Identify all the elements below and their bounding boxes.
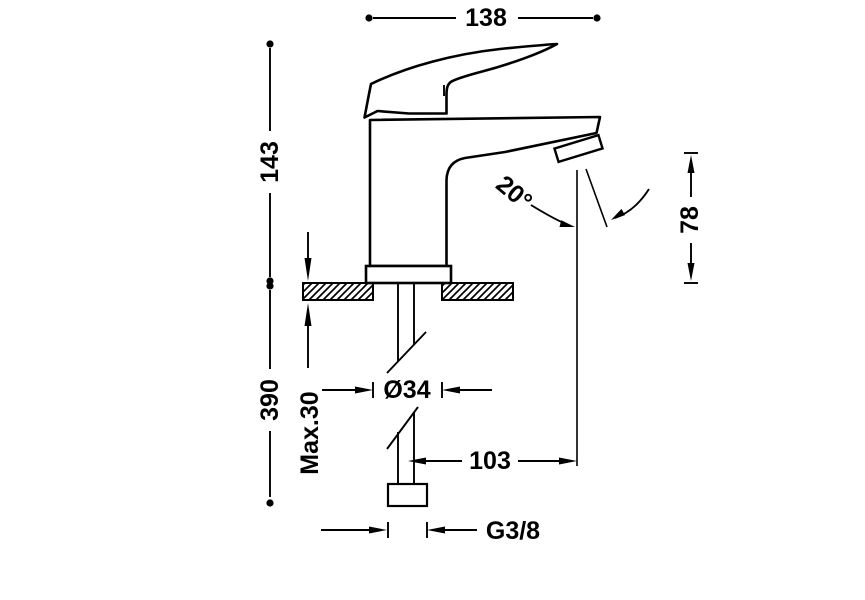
aerator-outlet [552, 133, 605, 164]
dimension-upper-height: 143 [256, 40, 284, 285]
lever-handle [363, 42, 559, 119]
dimension-dot [266, 499, 274, 507]
dimension-deck-thickness: Max.30 [296, 232, 324, 475]
arrowhead-right [369, 526, 387, 534]
dimension-spout-reach: 103 [408, 447, 577, 475]
arrowhead-right [355, 386, 373, 394]
angle-label-20deg: 20° [491, 170, 538, 216]
dimension-label-g38: G3/8 [486, 517, 540, 545]
dimension-outlet-height: 78 [676, 152, 704, 284]
faucet-body-spout [368, 115, 602, 268]
dimension-dot [266, 40, 274, 48]
countertop-section [302, 282, 514, 301]
dimension-hole-diameter: Ø34 [322, 376, 492, 404]
arrowhead-curved-right [611, 208, 625, 220]
dimension-dot [365, 14, 373, 22]
supply-shank [386, 283, 429, 508]
angled-stream-line [585, 168, 608, 228]
dimension-label-max30: Max.30 [296, 391, 324, 474]
dimension-lower-height: 390 [256, 282, 284, 507]
dimension-label-390: 390 [256, 379, 284, 421]
arrowhead-left [408, 457, 426, 465]
base-flange [364, 264, 453, 285]
countertop-hatch-left [302, 282, 374, 301]
arrowhead-up [304, 303, 312, 326]
arrowhead-curved-left [559, 220, 575, 227]
dimension-dot [266, 282, 274, 290]
dimension-dot [266, 277, 274, 285]
dimension-label-143: 143 [256, 141, 284, 183]
arrowhead-left [442, 386, 460, 394]
countertop-hatch-right [441, 282, 514, 301]
dimension-label-78: 78 [676, 206, 704, 234]
pipe-break-slash-lower [386, 406, 419, 450]
arrowhead-right [559, 457, 577, 465]
pipe-break-slash-upper [386, 331, 427, 374]
arrowhead-down [304, 258, 312, 281]
connection-fitting [386, 482, 429, 508]
dimension-top-width: 138 [365, 4, 601, 32]
dimension-label-138: 138 [465, 4, 507, 32]
arrowhead-left [427, 526, 445, 534]
angle-annotation: 20° [491, 168, 650, 466]
arrowhead-up [687, 155, 695, 173]
dimension-connection-thread: G3/8 [321, 517, 540, 545]
faucet [363, 42, 605, 285]
dimension-label-d34: Ø34 [383, 376, 430, 404]
arrowhead-down [687, 263, 695, 281]
dimension-dot [593, 14, 601, 22]
dimension-label-103: 103 [469, 447, 511, 475]
